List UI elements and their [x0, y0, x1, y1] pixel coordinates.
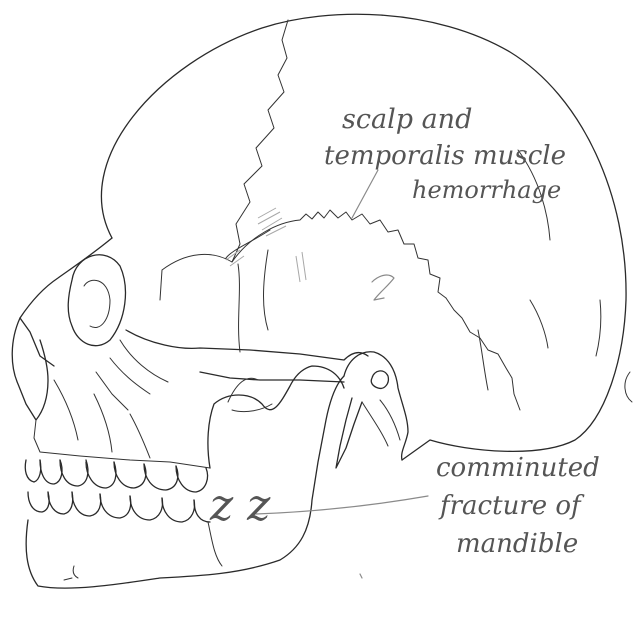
- upper-teeth: [25, 460, 207, 492]
- annotation-scalp-line-1: scalp and: [342, 104, 472, 135]
- mandible-inner: [73, 522, 222, 578]
- orbit-inner: [84, 280, 110, 327]
- coronal-suture: [232, 20, 288, 262]
- stray-mark: [360, 574, 362, 578]
- annotation-scalp-line-2: temporalis muscle: [324, 141, 566, 171]
- orbit: [68, 255, 125, 346]
- lower-teeth: [28, 492, 210, 522]
- leader-fracture: [256, 496, 428, 514]
- lambdoid-suture: [446, 298, 520, 410]
- annotation-fracture-line-3: mandible: [456, 529, 578, 559]
- styloid-process: [336, 398, 362, 468]
- annotation-scalp: scalp and temporalis muscle hemorrhage: [324, 104, 566, 204]
- chin-mark: [64, 578, 72, 580]
- annotation-fracture-line-2: fracture of: [438, 491, 585, 521]
- ear-canal: [371, 371, 388, 388]
- temporal-bone: [344, 352, 408, 460]
- zygomatic-body: [96, 340, 168, 410]
- sphenoid-lines: [160, 230, 270, 352]
- annotation-scalp-line-3: hemorrhage: [412, 176, 561, 204]
- leader-scalp: [352, 170, 378, 218]
- frontal-brow: [20, 238, 112, 366]
- fracture-symbol: z z: [209, 480, 271, 531]
- annotation-fracture: comminuted fracture of mandible: [436, 453, 600, 559]
- zygomatic-arch: [126, 330, 368, 382]
- maxilla: [34, 380, 210, 468]
- mastoid: [362, 400, 400, 446]
- annotation-fracture-line-1: comminuted: [436, 453, 600, 483]
- edge-mark: [625, 372, 632, 402]
- mandible-outline: [26, 376, 344, 588]
- cranium-outline: [101, 14, 626, 460]
